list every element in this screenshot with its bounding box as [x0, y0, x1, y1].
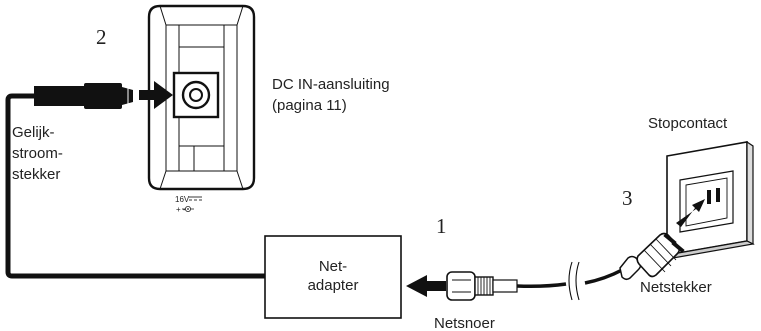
ac-plug — [619, 232, 685, 281]
dc-plug-label-line3: stekker — [12, 166, 60, 183]
rating-voltage: 16V — [175, 195, 190, 204]
rating-marking: 16V + - — [175, 195, 202, 214]
dc-plug — [34, 83, 133, 109]
dc-plug-label-line2: stroom- — [12, 145, 63, 162]
dc-cable — [5, 93, 265, 279]
adapter-label-line2: adapter — [308, 277, 359, 294]
dc-in-label-line2: (pagina 11) — [272, 97, 347, 114]
power-cord-connector — [446, 271, 518, 301]
power-cord — [516, 261, 623, 301]
dc-in-label-line1: DC IN-aansluiting — [272, 76, 390, 93]
net-adapter — [264, 235, 402, 319]
wall-outlet — [665, 140, 755, 259]
dc-plug-label-line1: Gelijk- — [12, 124, 55, 141]
arrow-right-icon — [139, 81, 173, 109]
step-number-2: 2 — [96, 25, 107, 49]
power-cord-label: Netsnoer — [434, 315, 495, 331]
ac-plug-label: Netstekker — [640, 279, 712, 296]
step-number-3: 3 — [622, 186, 633, 210]
arrow-outlet-icon — [676, 199, 705, 227]
rating-polarity: + - — [176, 205, 186, 214]
arrow-left-icon — [406, 275, 446, 297]
dc-in-jack — [172, 71, 220, 119]
adapter-label-line1: Net- — [319, 258, 347, 275]
step-number-1: 1 — [436, 214, 447, 238]
wall-outlet-label: Stopcontact — [648, 115, 728, 132]
